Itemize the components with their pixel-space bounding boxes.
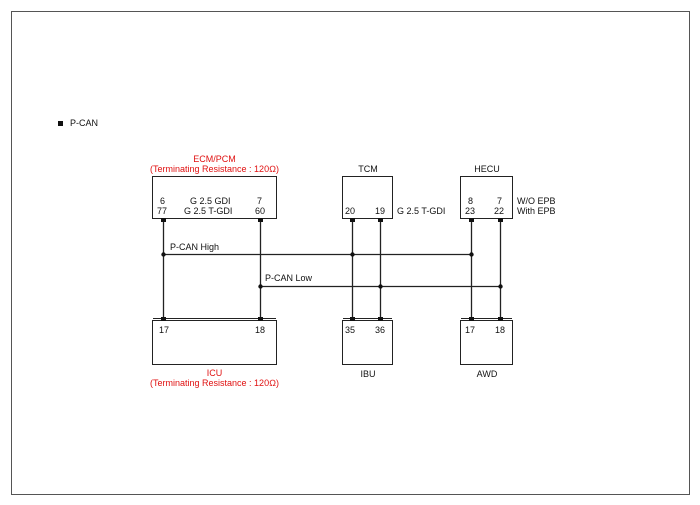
ibu-pin-35: 35 [345,325,356,335]
tcm-variant: G 2.5 T-GDI [397,206,446,216]
tcm-box [342,176,393,219]
ibu-pin-36: 36 [375,325,386,335]
terminal [498,317,503,321]
ecm-pin-7: 7 [257,196,263,206]
ecm-name: ECM/PCM [193,154,236,164]
hecu-variant-wo-epb: W/O EPB [517,196,556,206]
terminal [161,218,166,222]
icu-pin-18: 18 [255,325,266,335]
ecm-pin-60: 60 [255,206,266,216]
hecu-pin-23: 23 [465,206,476,216]
ibu-name: IBU [360,369,376,379]
awd-pin-17: 17 [465,325,476,335]
terminal [161,317,166,321]
hecu-pin-8: 8 [468,196,474,206]
ecm-resistance-note: (Terminating Resistance : 120Ω) [150,164,279,174]
icu-pin-17: 17 [159,325,170,335]
ecm-variant-tgdi: G 2.5 T-GDI [184,206,233,216]
terminal [469,218,474,222]
tcm-pin-20: 20 [345,206,356,216]
ecm-box [152,176,277,219]
awd-pin-18: 18 [495,325,506,335]
terminal [378,218,383,222]
ibu-box [342,320,393,365]
ecm-variant-gdi: G 2.5 GDI [190,196,231,206]
tcm-pin-19: 19 [375,206,386,216]
awd-box [460,320,513,365]
icu-box [152,320,277,365]
junction-dot [469,252,474,257]
ecm-pin-77: 77 [157,206,168,216]
tcm-name: TCM [358,164,378,174]
junction-dot [378,284,383,289]
junction-dot [498,284,503,289]
hecu-pin-7: 7 [497,196,503,206]
terminal [378,317,383,321]
icu-name: ICU [206,368,223,378]
terminal [469,317,474,321]
terminal [350,218,355,222]
terminal [258,218,263,222]
ecm-pin-6: 6 [160,196,166,206]
terminal [258,317,263,321]
bus-low-label: P-CAN Low [265,273,313,283]
junction-dot [161,252,166,257]
section-title: P-CAN [70,118,99,128]
terminal [350,317,355,321]
bus-high-label: P-CAN High [170,242,220,252]
junction-dot [258,284,263,289]
icu-resistance-note: (Terminating Resistance : 120Ω) [150,378,279,388]
diagram-frame [11,11,690,495]
junction-dot [350,252,355,257]
hecu-pin-22: 22 [494,206,505,216]
hecu-box [460,176,513,219]
hecu-variant-with-epb: With EPB [517,206,556,216]
terminal [498,218,503,222]
hecu-name: HECU [474,164,500,174]
awd-name: AWD [476,369,498,379]
bullet-icon [58,121,63,126]
